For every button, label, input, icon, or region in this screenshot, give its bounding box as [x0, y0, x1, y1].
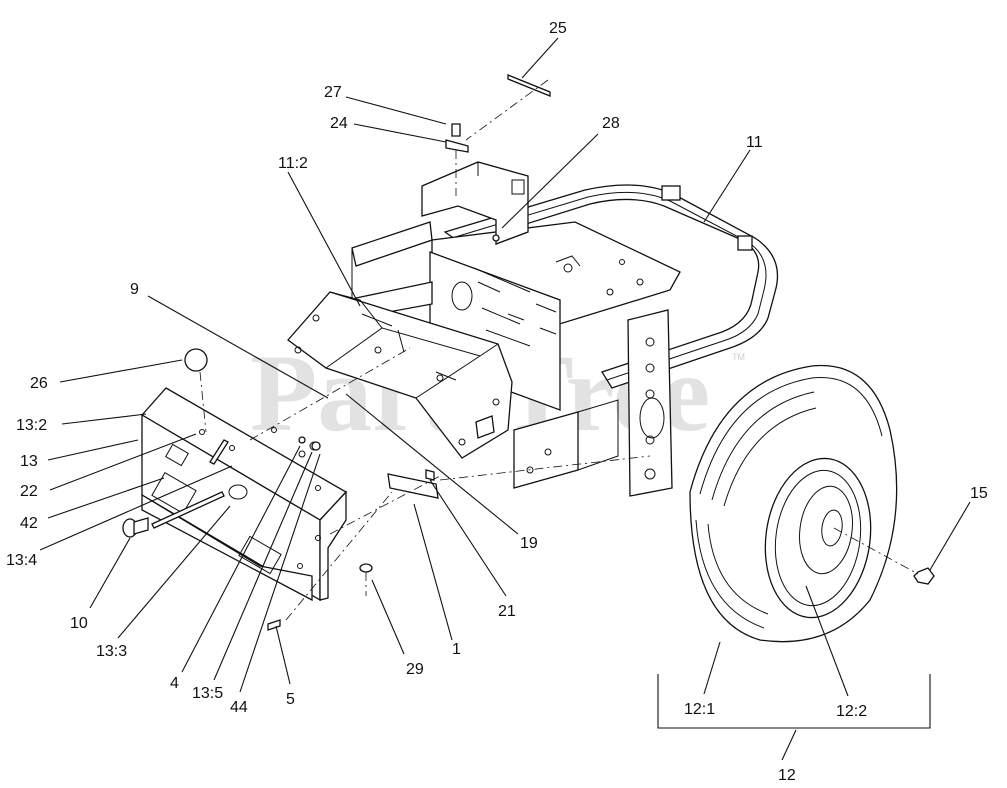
- callout-11: 11: [746, 134, 763, 151]
- callout-26: 26: [30, 375, 48, 392]
- callout-9: 9: [130, 281, 139, 298]
- callout-13-3: 13:3: [96, 643, 127, 660]
- callout-labels: 25 27 24 28 11 11:2 9 26 13:2 13 22 42 1…: [6, 20, 988, 784]
- callout-13-5: 13:5: [192, 685, 223, 702]
- watermark-trademark: TM: [732, 352, 745, 362]
- lug-nut: [913, 567, 935, 585]
- top-hardware: [445, 74, 551, 242]
- assembly-lines: [199, 79, 919, 621]
- callout-44: 44: [230, 699, 248, 716]
- callout-5: 5: [286, 691, 295, 708]
- callout-29: 29: [406, 661, 424, 678]
- hardware: [267, 436, 435, 631]
- callout-13-4: 13:4: [6, 552, 37, 569]
- front-cover: [140, 387, 348, 602]
- callout-10: 10: [70, 615, 88, 632]
- front-beam: [287, 291, 513, 459]
- callout-15: 15: [970, 485, 988, 502]
- callout-19: 19: [520, 535, 538, 552]
- callout-1: 1: [452, 641, 461, 658]
- callout-42: 42: [20, 515, 38, 532]
- knob: [122, 517, 149, 538]
- callout-4: 4: [170, 675, 179, 692]
- bracket-plate: [387, 473, 439, 499]
- wheel: [689, 364, 898, 643]
- callout-13: 13: [20, 453, 38, 470]
- leader-lines: [39, 37, 971, 761]
- callout-22: 22: [20, 483, 38, 500]
- callout-21: 21: [498, 603, 516, 620]
- callout-12: 12: [778, 767, 796, 784]
- callout-11-2: 11:2: [278, 155, 308, 172]
- callout-24: 24: [330, 115, 348, 132]
- callout-27: 27: [324, 84, 342, 101]
- callout-12-1: 12:1: [684, 701, 715, 718]
- callout-13-2: 13:2: [16, 417, 47, 434]
- callout-25: 25: [549, 20, 567, 37]
- callout-28: 28: [602, 115, 620, 132]
- ball-knob: [184, 348, 208, 372]
- callout-12-2: 12:2: [836, 703, 867, 720]
